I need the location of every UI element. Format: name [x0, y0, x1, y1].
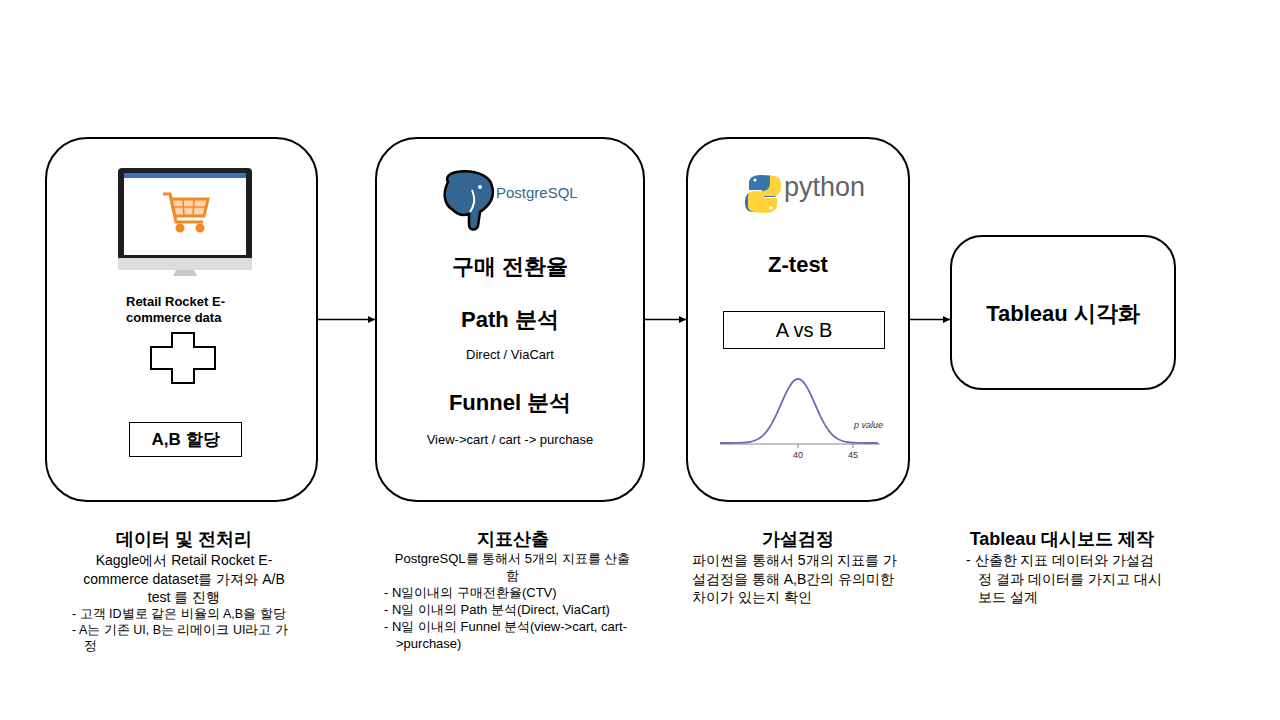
box-heading: Retail Rocket E-commerce data [126, 294, 258, 325]
box-heading: 구매 전환율 [452, 254, 568, 280]
python-eye [769, 206, 772, 209]
axis-tick [798, 444, 799, 448]
logo-text: PostgreSQL [496, 185, 578, 200]
box-text: View->cart / cart -> purchase [427, 432, 594, 448]
cart-wheel [177, 225, 183, 231]
flow-arrow [645, 319, 686, 321]
postgresql-logo [445, 171, 493, 229]
monitor-stand [173, 270, 197, 276]
logo-text: python [784, 174, 865, 201]
caption-text: 파이썬을 통해서 5개의 지표를 가설검정을 통해 A,B간의 유의미한 차이가… [692, 551, 904, 606]
plus-symbol [151, 333, 215, 383]
python-snake-yellow [748, 176, 781, 213]
screen-bar [124, 173, 246, 178]
box-heading: Tableau 시각화 [986, 301, 1140, 327]
monitor-chin [118, 258, 252, 270]
box-heading: Funnel 분석 [449, 390, 571, 416]
computer-icon [118, 168, 252, 276]
cart-basket [171, 199, 208, 216]
box-text: A vs B [776, 318, 833, 342]
caption-column: 지표산출PostgreSQL를 통해서 5개의 지표를 산출함- N일이내의 구… [380, 528, 645, 653]
caption-bullet: - N일 이내의 Funnel 분석(view->cart, cart->pur… [380, 619, 645, 653]
cart-icon [163, 194, 208, 231]
caption-heading: 데이터 및 전처리 [68, 528, 300, 551]
caption-bullet: - 고객 ID별로 같은 비율의 A,B을 할당 [68, 606, 300, 622]
elephant-head [445, 171, 493, 229]
axis-label: 45 [848, 451, 858, 460]
flow-arrow [318, 319, 375, 321]
python-logo [745, 175, 781, 213]
cart-wheel [197, 225, 203, 231]
box-heading: Path 분석 [461, 307, 559, 333]
caption-bullet: - A는 기존 UI, B는 리메이크 UI라고 가정 [68, 622, 300, 655]
caption-bullet: - N일이내의 구매전환율(CTV) [380, 585, 645, 602]
box-heading: A,B 할당 [152, 429, 220, 449]
axis-tick [853, 444, 854, 448]
caption-text: Kaggle에서 Retail Rocket E-commerce datase… [68, 551, 300, 606]
cart-grid [172, 206, 206, 208]
caption-text: PostgreSQL를 통해서 5개의 지표를 산출함 [380, 551, 645, 585]
caption-column: 가설검정파이썬을 통해서 5개의 지표를 가설검정을 통해 A,B간의 유의미한… [692, 528, 904, 606]
process-box: Tableau 시각화 [950, 235, 1176, 390]
python-eye [753, 178, 756, 181]
caption-column: Tableau 대시보드 제작- 산출한 지표 데이터와 가설검정 결과 데이터… [962, 528, 1162, 606]
elephant-eye [478, 185, 482, 189]
monitor-bezel [118, 168, 252, 260]
caption-heading: 가설검정 [692, 528, 904, 551]
process-box: Retail Rocket E-commerce dataA,B 할당 [45, 137, 318, 502]
caption-column: 데이터 및 전처리Kaggle에서 Retail Rocket E-commer… [68, 528, 300, 655]
elephant-trunk [470, 190, 474, 212]
caption-heading: 지표산출 [380, 528, 645, 551]
caption-bullet: - 산출한 지표 데이터와 가설검정 결과 데이터를 가지고 대시보드 설계 [962, 551, 1162, 606]
flow-arrow [910, 319, 950, 321]
curve-line [720, 379, 878, 443]
label-box: A vs B [723, 311, 885, 349]
box-heading: Z-test [768, 252, 828, 278]
caption-heading: Tableau 대시보드 제작 [962, 528, 1162, 551]
caption-bullet: - N일 이내의 Path 분석(Direct, ViaCart) [380, 602, 645, 619]
axis-label: p value [854, 421, 883, 430]
axis-label: 40 [793, 451, 803, 460]
box-text: Direct / ViaCart [466, 347, 554, 363]
monitor-screen [124, 173, 246, 255]
normal-curve [720, 379, 880, 448]
label-box: A,B 할당 [129, 422, 242, 457]
